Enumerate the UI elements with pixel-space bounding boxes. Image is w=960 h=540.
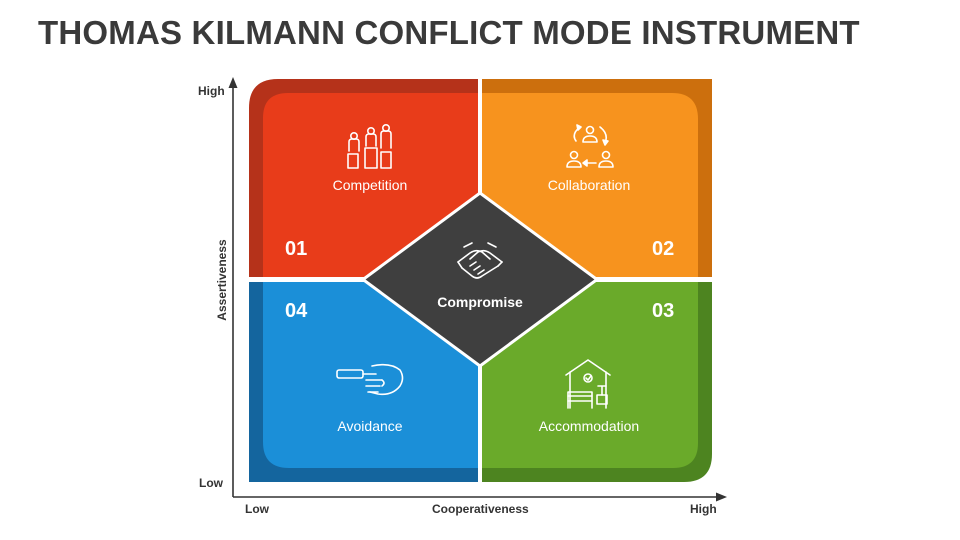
axes	[228, 77, 727, 502]
accommodation-number: 03	[652, 300, 674, 322]
competition-number: 01	[285, 238, 307, 260]
collaboration-number: 02	[652, 238, 674, 260]
quadrant-avoidance	[263, 282, 478, 468]
handshake-icon	[457, 242, 503, 279]
y-axis-high-label: High	[198, 84, 225, 98]
avoidance-number: 04	[285, 300, 308, 322]
avoidance-label: Avoidance	[337, 418, 402, 434]
compromise-diamond	[360, 191, 600, 368]
collaboration-cycle-icon	[566, 124, 614, 168]
collaboration-label: Collaboration	[548, 177, 631, 193]
y-axis-low-label: Low	[199, 476, 223, 490]
compromise-label: Compromise	[437, 294, 523, 310]
quadrant-collaboration	[482, 93, 698, 277]
bedroom-icon	[565, 359, 611, 409]
hand-stop-icon	[336, 363, 404, 396]
accommodation-label: Accommodation	[539, 418, 639, 434]
x-axis-title: Cooperativeness	[432, 502, 529, 516]
podium-people-icon	[347, 124, 392, 169]
quadrant-competition	[263, 93, 478, 277]
x-axis-low-label: Low	[245, 502, 269, 516]
competition-label: Competition	[333, 177, 408, 193]
page-title: THOMAS KILMANN CONFLICT MODE INSTRUMENT	[38, 14, 860, 51]
x-axis-high-label: High	[690, 502, 717, 516]
